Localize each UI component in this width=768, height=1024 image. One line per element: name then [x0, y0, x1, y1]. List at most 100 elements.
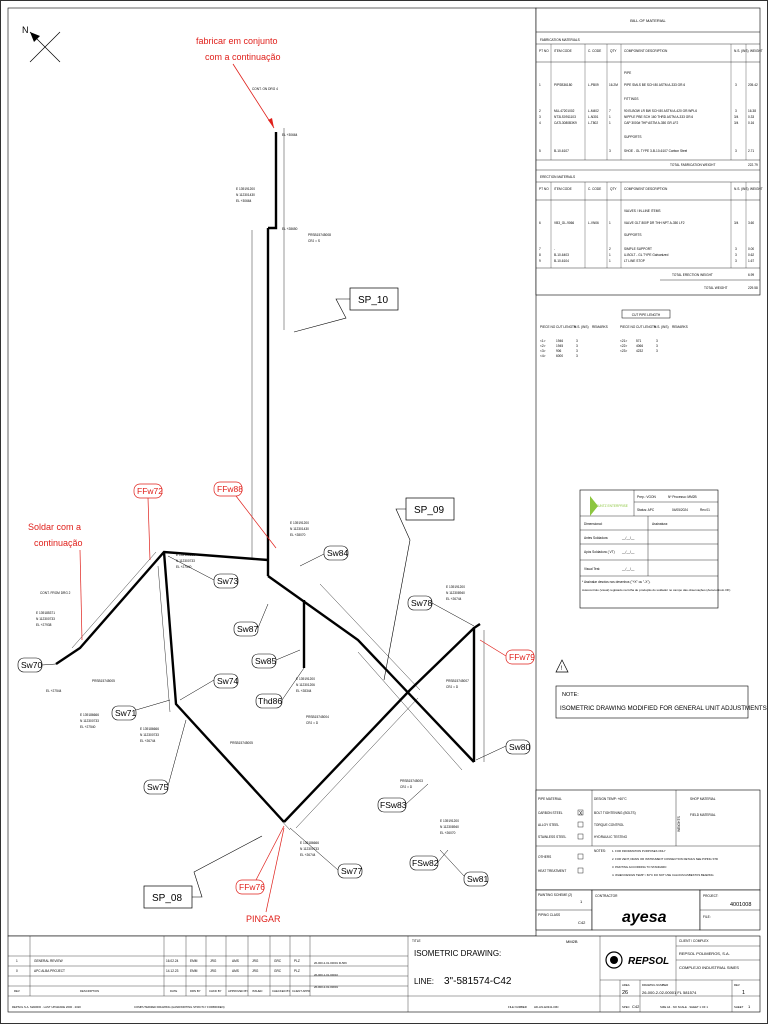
- red-weld-labels: FFw72 FFw88 FFw79 FFw76: [133, 481, 535, 895]
- svg-text:PIPSB36180: PIPSB36180: [554, 83, 572, 87]
- svg-text:CAP 3000# THP ASTM A-350 GR.LF: CAP 3000# THP ASTM A-350 GR.LF2: [624, 121, 678, 125]
- revision-note: NOTE: ISOMETRIC DRAWING MODIFIED FOR GEN…: [555, 685, 767, 719]
- svg-text:PRSB15745008: PRSB15745008: [308, 233, 331, 237]
- svg-text:EL +26744: EL +26744: [140, 739, 156, 743]
- svg-text:14.12.23: 14.12.23: [166, 969, 179, 973]
- svg-text:NOTES:: NOTES:: [594, 849, 606, 853]
- repsol-logo: REPSOL: [605, 951, 669, 969]
- svg-text:EL +26744: EL +26744: [446, 597, 462, 601]
- weld-ffw88[interactable]: FFw88: [213, 481, 277, 549]
- svg-text:Thd86: Thd86: [258, 696, 282, 706]
- svg-text:L-T802: L-T802: [588, 121, 598, 125]
- weld-sw78[interactable]: Sw78: [407, 595, 475, 627]
- contractor-block: PAINTING SCHEME (2) 1 PIPING CLASS C42 C…: [535, 889, 761, 931]
- svg-text:1. FOR INFORMATION PURPOSES ON: 1. FOR INFORMATION PURPOSES ONLY: [612, 849, 666, 853]
- svg-text:CUT LENGTH: CUT LENGTH: [556, 325, 577, 329]
- svg-text:Após Soldadura ( VT): Após Soldadura ( VT): [584, 550, 615, 554]
- svg-text:0: 0: [16, 969, 18, 973]
- svg-text:3: 3: [576, 349, 578, 353]
- svg-text:7: 7: [609, 109, 611, 113]
- svg-text:APPROVED BY: APPROVED BY: [228, 989, 248, 993]
- svg-text:REMARKS: REMARKS: [672, 325, 688, 329]
- svg-text:JRG: JRG: [210, 969, 217, 973]
- svg-text:BOLT TIGHTENING (BOLTS): BOLT TIGHTENING (BOLTS): [594, 811, 636, 815]
- weld-fsw83[interactable]: FSw83: [377, 783, 429, 813]
- weld-sw81[interactable]: Sw81: [439, 849, 489, 887]
- svg-text:EL +27544: EL +27544: [46, 689, 62, 693]
- svg-text:AREA: AREA: [622, 983, 630, 987]
- weld-ffw79[interactable]: FFw79: [479, 639, 535, 665]
- support-sp10[interactable]: SP_10: [293, 287, 399, 333]
- svg-text:SIZE A4 · NO SCALE · SHEET 1 O: SIZE A4 · NO SCALE · SHEET 1 OF 1: [660, 1005, 708, 1009]
- north-arrow-icon: N: [22, 25, 61, 63]
- svg-text:3: 3: [539, 115, 541, 119]
- svg-text:NT3LS0911103: NT3LS0911103: [554, 115, 576, 119]
- svg-text:FILE NUMBER: FILE NUMBER: [508, 1005, 527, 1009]
- svg-text:3: 3: [735, 253, 737, 257]
- svg-text:VALVES / IN-LINE ITEMS: VALVES / IN-LINE ITEMS: [624, 209, 661, 213]
- svg-text:906: 906: [556, 349, 562, 353]
- svg-text:E 139191200: E 139191200: [446, 585, 465, 589]
- svg-text:NIPPLE PBE SCH 160 THRD ASTM A: NIPPLE PBE SCH 160 THRD ASTM A-333 GR.6: [624, 115, 693, 119]
- svg-text:FIELD MATERIAL: FIELD MATERIAL: [690, 813, 716, 817]
- svg-text:<21>: <21>: [620, 339, 627, 343]
- svg-text:GRC: GRC: [274, 969, 282, 973]
- svg-text:6.99: 6.99: [748, 273, 754, 277]
- weld-sw70[interactable]: Sw70: [17, 657, 57, 673]
- svg-text:QTY: QTY: [610, 49, 617, 53]
- weld-ffw72[interactable]: FFw72: [133, 483, 163, 561]
- svg-text:<23>: <23>: [620, 349, 627, 353]
- weld-sw80[interactable]: Sw80: [475, 739, 531, 761]
- svg-text:DESIGN TEMP: +60°C: DESIGN TEMP: +60°C: [594, 797, 627, 801]
- svg-text:REPSOL: REPSOL: [628, 956, 669, 967]
- weld-sw77[interactable]: Sw77: [289, 827, 363, 879]
- svg-text:1: 1: [609, 253, 611, 257]
- support-sp09[interactable]: SP_09: [383, 497, 455, 681]
- svg-text:KUNTZ ENTERPRISE: KUNTZ ENTERPRISE: [596, 504, 628, 508]
- svg-text:<3>: <3>: [540, 349, 546, 353]
- svg-text:SHEET: SHEET: [734, 1005, 744, 1009]
- svg-text:SP_08: SP_08: [152, 893, 182, 904]
- support-sp08[interactable]: SP_08: [143, 835, 263, 909]
- svg-text:B-10-6403: B-10-6403: [554, 253, 569, 257]
- warning-icon: !: [555, 659, 569, 673]
- svg-text:ITEM CODE: ITEM CODE: [554, 49, 572, 53]
- svg-text:2.71: 2.71: [748, 149, 754, 153]
- fabricate-callout-line2: com a continuação: [205, 52, 281, 62]
- weld-sw75[interactable]: Sw75: [143, 719, 187, 795]
- svg-text:PIECE NO: PIECE NO: [540, 325, 556, 329]
- weld-ffw76[interactable]: FFw76: [235, 825, 285, 895]
- svg-text:HD-LIN-E0341-00N: HD-LIN-E0341-00N: [534, 1005, 558, 1009]
- svg-text:E 139191200: E 139191200: [290, 521, 309, 525]
- svg-text:SP_09: SP_09: [414, 505, 444, 516]
- svg-text:AMS: AMS: [232, 969, 239, 973]
- svg-text:6: 6: [539, 221, 541, 225]
- weld-thd86[interactable]: Thd86: [255, 667, 305, 709]
- svg-text:3: 3: [656, 349, 658, 353]
- weld-sw74[interactable]: Sw74: [179, 673, 239, 701]
- weld-fsw82[interactable]: FSw82: [409, 849, 449, 871]
- pingar-callout: PINGAR: [246, 914, 281, 924]
- svg-text:EL +27540: EL +27540: [80, 725, 96, 729]
- svg-text:WEIGHTS: WEIGHTS: [677, 815, 681, 832]
- weld-sw84[interactable]: Sw84: [299, 545, 349, 567]
- weld-sw71[interactable]: Sw71: [111, 699, 171, 721]
- svg-text:<2>: <2>: [540, 344, 546, 348]
- weld-labels: Sw70 Sw71 Sw73 Sw74 Sw75 Sw77 Sw78 Sw80 …: [17, 545, 531, 887]
- svg-text:CLIENT APPR: CLIENT APPR: [292, 989, 310, 993]
- weld-sw87[interactable]: Sw87: [233, 603, 269, 637]
- svg-text:L-VN06: L-VN06: [588, 221, 599, 225]
- weld-callout-line1: Soldar com a: [28, 522, 81, 532]
- weld-sw73[interactable]: Sw73: [167, 555, 239, 589]
- svg-text:N.S. (INS): N.S. (INS): [654, 325, 669, 329]
- svg-text:WEIGHT: WEIGHT: [750, 187, 763, 191]
- svg-text:571: 571: [636, 339, 642, 343]
- svg-text:0.62: 0.62: [748, 253, 754, 257]
- svg-text:E 139191200: E 139191200: [236, 187, 255, 191]
- svg-text:2: 2: [609, 247, 611, 251]
- svg-text:3/4: 3/4: [734, 121, 739, 125]
- svg-text:Sw84: Sw84: [327, 548, 349, 558]
- weld-sw85[interactable]: Sw85: [251, 649, 301, 669]
- svg-text:N 112301430: N 112301430: [290, 527, 309, 531]
- svg-text:-: -: [554, 247, 555, 251]
